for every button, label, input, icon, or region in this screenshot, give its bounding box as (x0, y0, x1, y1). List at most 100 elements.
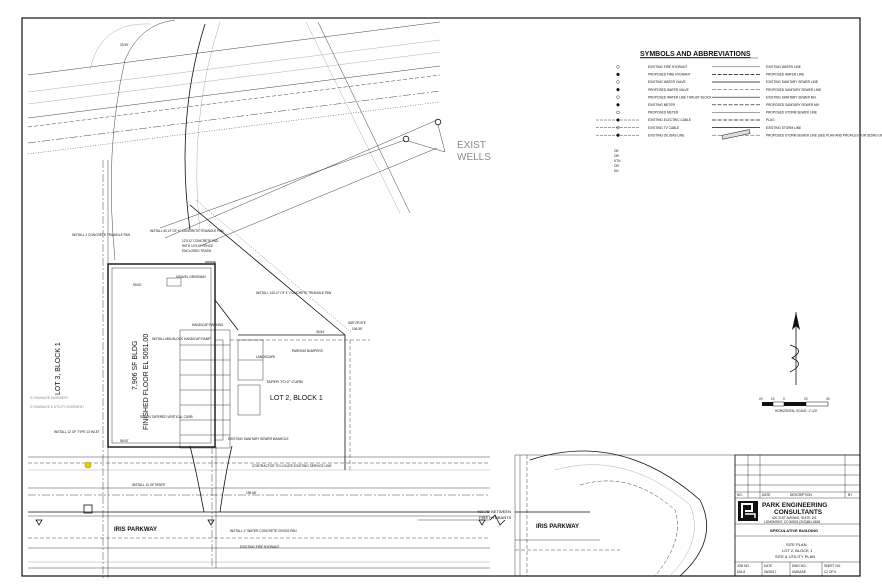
footer-label: JOB NO. (737, 564, 750, 568)
exist-wells-label-1: EXIST (457, 140, 486, 151)
footer-label: DATE (764, 564, 772, 568)
lot-3-label: LOT 3, BLOCK 1 (55, 342, 62, 395)
job-number: 634-8 (737, 570, 745, 574)
fire-hydrant-icon (207, 519, 215, 526)
legend-item-label: EXISTING FIRE HYDRANT (648, 65, 687, 69)
well-icon-2 (434, 118, 442, 126)
sheet-number: C2 OF 6 (824, 570, 836, 574)
legend-item-label: PROPOSED WATER LINE THRUST BLOCK (648, 95, 712, 99)
legend-symbol-icon (616, 110, 620, 114)
trash-enclosure-note-1: 12'X12' CONCRETE PAD (182, 239, 219, 243)
dimension-label: 59.00' (133, 283, 142, 287)
finished-floor-label: FINISHED FLOOR EL 5051.00 (143, 334, 150, 430)
revision-header: DESCRIPTION (790, 493, 812, 497)
site-note: INSTALL 2 CONCRETE TRIANGLE PAN (72, 233, 131, 237)
well-icon-1 (402, 135, 410, 143)
site-note: EXISTING FIRE HYDRANT (240, 545, 279, 549)
lot-2-boundary (230, 334, 370, 470)
legend-code: OR (614, 164, 619, 168)
site-labels: 7,906 SF BLDG FINISHED FLOOR EL 5051.00 … (30, 43, 512, 549)
building-area-label: 7,906 SF BLDG (132, 341, 139, 390)
site-note: PARKING BUMPERS (292, 349, 323, 353)
legend-item-label: EXISTING SANITARY SEWER LINE (766, 80, 818, 84)
scale-tick: 20 (804, 397, 808, 401)
legend-code: KTN (614, 159, 621, 163)
legend-symbol-icon (616, 87, 620, 92)
revision-header: DATE (762, 493, 770, 497)
scale-tick: 10 (771, 397, 775, 401)
dimension-label: 36.54' (316, 330, 325, 334)
legend-item-label: PROPOSED SANITARY SEWER MH (766, 103, 820, 107)
symbols-legend: SYMBOLS AND ABBREVIATIONS (640, 51, 758, 59)
iris-parkway-lines (28, 456, 490, 569)
fire-hydrant-icons (35, 461, 486, 526)
site-note: EXISTING SANITARY SEWER MANHOLE (228, 437, 289, 441)
site-note: CONTRACTOR TO LOCATE EXISTING SERVICE LI… (252, 464, 332, 468)
trash-enclosure-note-2: WITH 10'X10' FENCE (182, 244, 213, 248)
legend-right-column: EXISTING WATER LINE PROPOSED WATER LINE EX… (712, 65, 882, 140)
legend-symbol-icon (616, 72, 620, 76)
sheet-title-2: LOT 2, BLOCK 1 (782, 548, 813, 553)
legend-item-label: EXISTING WATER LINE (766, 65, 801, 69)
legend-item-label: PROPOSED STORM SEWER LINE (SEE PLAN AND … (766, 133, 882, 137)
driveway-entrance (189, 445, 233, 568)
parking-area (166, 261, 264, 449)
footer-label: DWG NO. (792, 564, 806, 568)
site-note: GRAVEL DRIVEWAY (176, 275, 207, 279)
site-note: 5' DRAINAGE EASEMENT (30, 396, 68, 400)
legend-item-label: EXISTING SANITARY SEWER MH (766, 95, 816, 99)
hydrant-spacing-note-2: FIRE HYDRANTS (479, 515, 512, 520)
legend-code: OE (614, 149, 619, 153)
legend-item-label: PROPOSED SANITARY SEWER LINE (766, 88, 821, 92)
exist-wells-group: EXIST WELLS (402, 118, 491, 163)
inset-cul-de-sac: IRIS PARKWAY (514, 450, 736, 577)
site-note: INSTALL MID-BLOCK HANDICAP RAMP (152, 337, 211, 341)
sheet-title-1: SITE PLAN (786, 542, 807, 547)
fire-hydrant-icon (478, 519, 486, 526)
legend-item-label: PROPOSED METER (648, 111, 679, 115)
scale-tick: 0 (783, 397, 785, 401)
building-footprint (107, 263, 216, 448)
sheet-title-3: SITE & UTILITY PLAN (775, 554, 815, 559)
footer-label: SHEET NO. (824, 564, 841, 568)
legend-item-label: EXISTING STORM LINE (766, 126, 801, 130)
site-note: INSTALL 60 LF OF 4" CONCRETE TRIANGLE PA… (150, 229, 224, 233)
project-name: SPECULATIVE BUILDING (770, 528, 818, 533)
north-arrow: N (789, 312, 800, 385)
trash-enclosure-note-3: ENCLOSED TRASH (182, 249, 212, 253)
legend-title: SYMBOLS AND ABBREVIATIONS (640, 51, 751, 58)
scale-tick: 40 (826, 397, 830, 401)
legend-symbol-icon (616, 65, 620, 69)
title-block: NO. DATE DESCRIPTION BY PARK ENGINEERING… (734, 454, 861, 577)
revision-header: BY (848, 493, 853, 497)
outer-border (21, 17, 861, 577)
highway-row-lines (27, 21, 441, 155)
legend-codes: OE OR KTN OR KN (614, 149, 621, 173)
revision-header: NO. (737, 493, 743, 497)
legend-symbol-icon (616, 103, 620, 107)
northeast-property-line (189, 204, 346, 336)
site-note: INSTALL 143 LF OF 4" CONCRETE TRIANGLE P… (256, 291, 332, 295)
firm-address-2: LONGMONT, CO 80501 (303)651-6626 (764, 520, 820, 524)
row-arcs (89, 19, 221, 261)
bearing-label: 106.59' (352, 327, 363, 331)
site-note: SEVEN TAPERED VERTICAL CURB (140, 415, 193, 419)
iris-parkway-label: IRIS PARKWAY (114, 527, 157, 533)
firm-address-1: 420 21ST AVENUE, SUITE 101 (772, 516, 817, 520)
lot-2-label: LOT 2, BLOCK 1 (270, 395, 323, 402)
legend-item-label: EXISTING ELECTRIC CABLE (648, 118, 691, 122)
well-connection-lines (159, 119, 438, 247)
site-note: INSTALL 1" WATER CONCRETE CROSS PAN (230, 529, 297, 533)
landscape-label: LANDSCAPE (256, 355, 275, 359)
legend-symbol-icon (616, 95, 620, 99)
legend-item-label: EXISTING METER (648, 103, 676, 107)
legend-item-label: PROPOSED WATER LINE (766, 73, 804, 77)
legend-code: OR (614, 154, 619, 158)
storm-pipe-icon (721, 129, 751, 140)
legend-item-label: PROPOSED WATER VALVE (648, 88, 689, 92)
legend-item-label: PLUG (766, 118, 775, 122)
site-note: INSTALL 10 OF RISER (132, 483, 166, 487)
exist-wells-label-2: WELLS (457, 152, 491, 163)
